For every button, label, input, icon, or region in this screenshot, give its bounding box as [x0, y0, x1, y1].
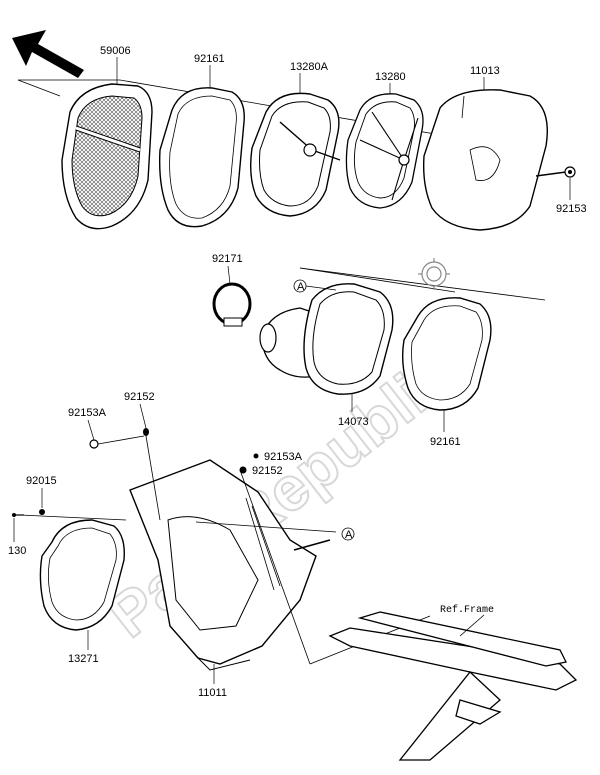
gear-icon [418, 258, 450, 290]
label-92161-middle: 92161 [430, 436, 461, 448]
label-ref-frame: Ref.Frame [440, 604, 494, 616]
fasteners-92153A-92152 [12, 428, 259, 517]
clamp-92171 [212, 282, 252, 327]
label-92152-right: 92152 [252, 465, 283, 477]
label-92152-left: 92152 [124, 391, 155, 403]
label-callout-a-top: A [297, 281, 305, 293]
label-92153A-right: 92153A [264, 451, 303, 463]
middle-alignment-lines [299, 267, 546, 301]
housing-cover-11013 [422, 89, 548, 231]
gasket-13271 [19, 514, 127, 631]
label-92153: 92153 [556, 203, 587, 215]
bolt-92153 [535, 166, 576, 178]
callout-a-top [293, 279, 337, 293]
label-11013: 11013 [470, 65, 500, 77]
front-direction-arrow [12, 30, 84, 78]
gasket-92161-middle [401, 297, 492, 411]
frame-reference [328, 611, 578, 761]
filter-element-13280 [345, 93, 424, 209]
label-59006: 59006 [100, 45, 131, 57]
label-13271: 13271 [68, 653, 99, 665]
filter-holder-13280A [249, 92, 341, 217]
screen-cover-59006 [61, 83, 153, 230]
callout-a-bottom [341, 527, 355, 541]
label-92161-top: 92161 [194, 53, 225, 65]
label-callout-a-bottom: A [345, 529, 353, 541]
label-130: 130 [8, 545, 26, 557]
label-11011: 11011 [198, 687, 227, 699]
air-box-11011 [129, 459, 337, 671]
label-92153A-left: 92153A [68, 407, 107, 419]
label-92015: 92015 [26, 475, 57, 487]
label-13280: 13280 [375, 71, 406, 83]
label-92171: 92171 [212, 253, 243, 265]
label-14073: 14073 [338, 416, 369, 428]
label-13280A: 13280A [290, 61, 329, 73]
duct-14073 [259, 283, 394, 395]
gasket-92161-top [158, 87, 245, 228]
